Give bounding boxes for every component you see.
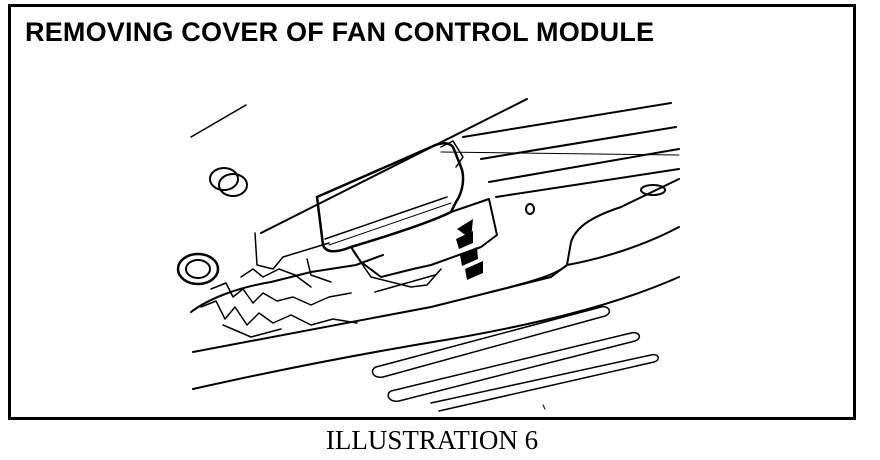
fan-control-module-drawing — [176, 98, 680, 412]
fan-control-module-cover-icon — [315, 140, 498, 293]
grommet-icon — [176, 252, 220, 286]
wiring-harness — [200, 232, 358, 338]
figure-title: REMOVING COVER OF FAN CONTROL MODULE — [25, 17, 655, 47]
panel-edge-line — [190, 104, 247, 138]
rail-structure — [190, 178, 680, 390]
panel-slots — [371, 305, 659, 412]
upper-panel-lines — [260, 98, 680, 234]
figure-caption: ILLUSTRATION 6 — [325, 425, 539, 455]
illustration-frame: REMOVING COVER OF FAN CONTROL MODULE — [8, 4, 856, 420]
slide-arrow-icon — [456, 219, 483, 280]
fastener-icon — [209, 167, 248, 197]
